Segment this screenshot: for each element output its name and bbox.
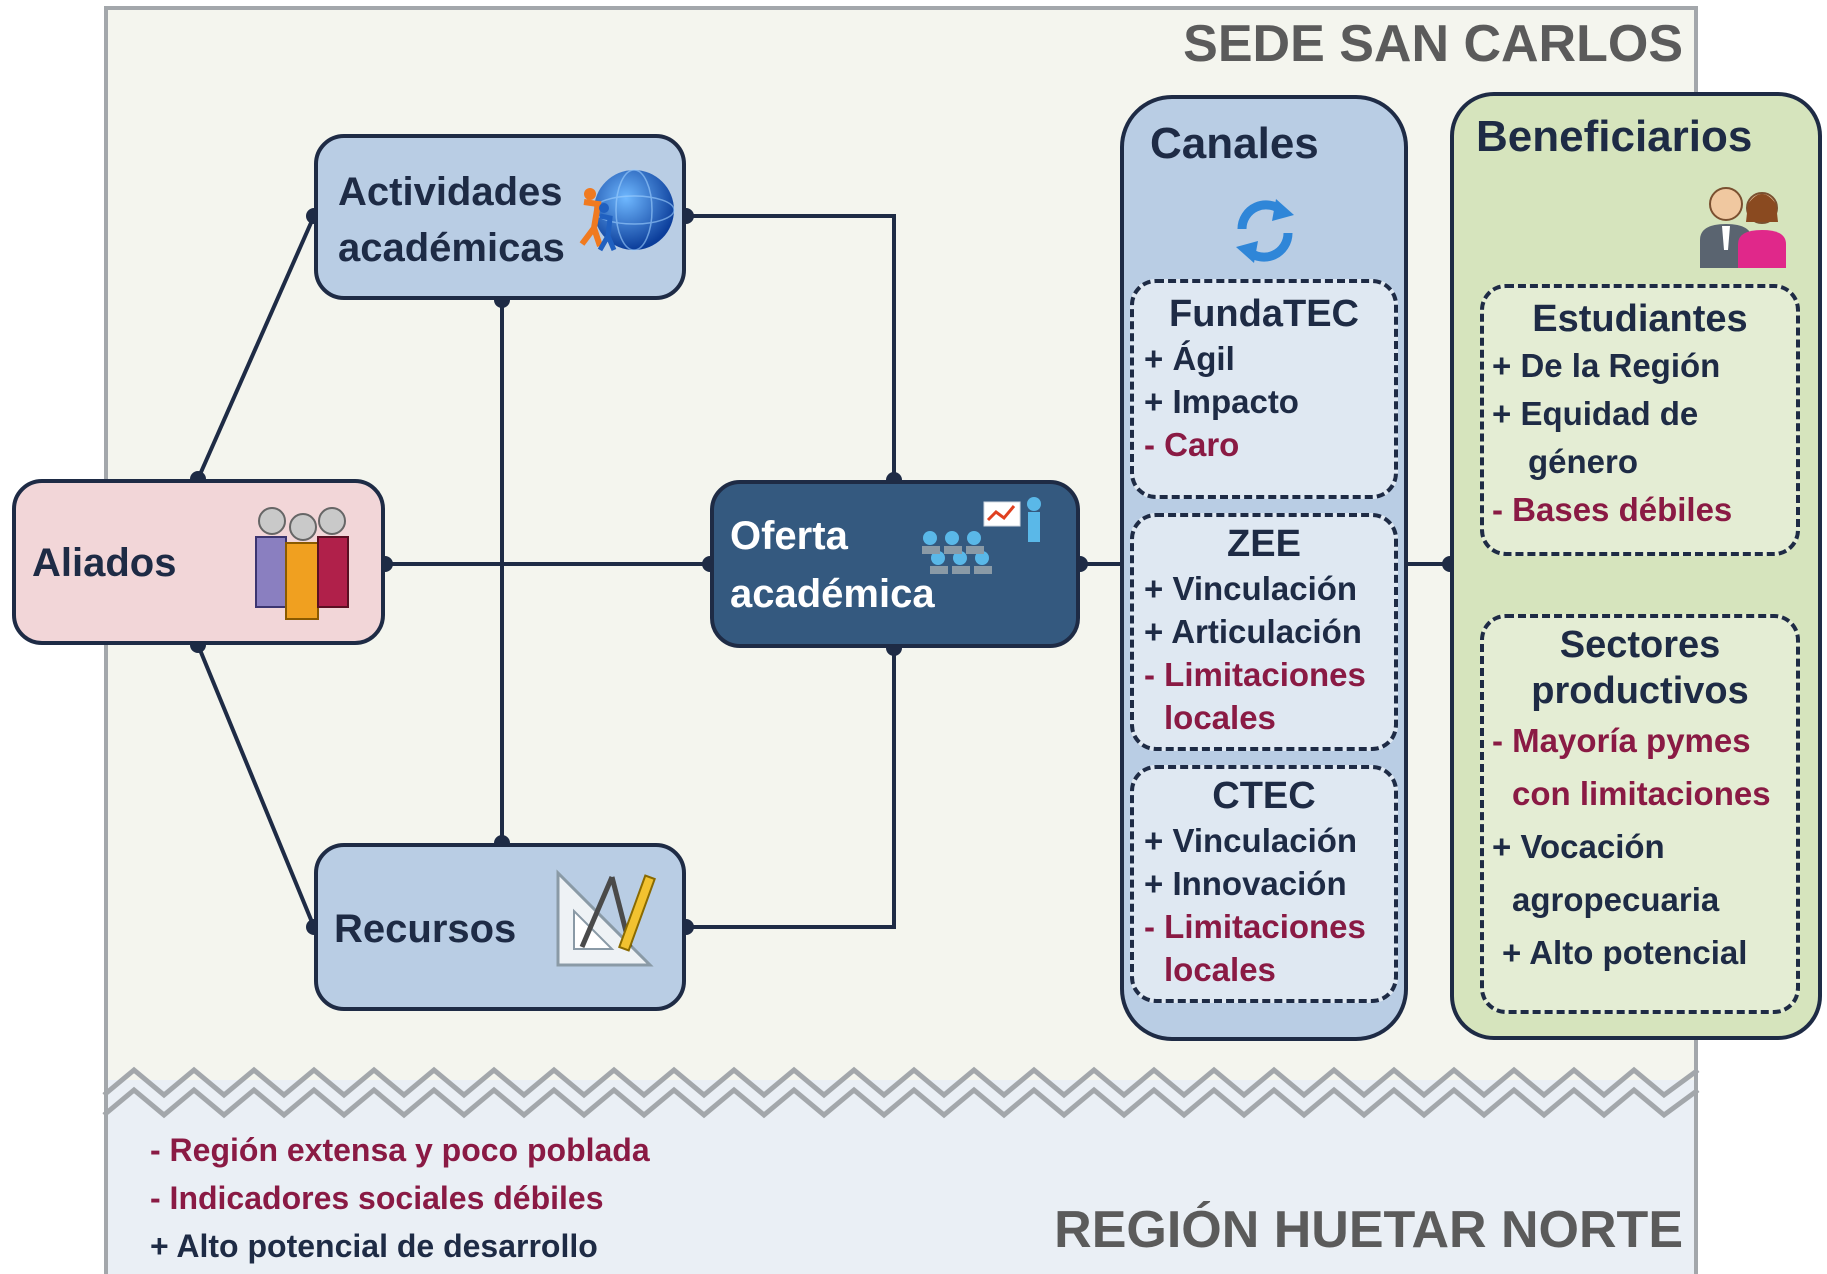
drafting-tools-icon [556, 869, 656, 967]
zigzag-lower [102, 1086, 1700, 1119]
oferta-label-2: académica [730, 572, 935, 616]
region-frame [104, 1080, 1698, 1274]
ctec-item: + Innovación [1144, 865, 1347, 902]
canales-panel: Canales FundaTEC + Ágil + Impacto - Caro… [1120, 95, 1408, 1041]
sync-arrows-icon [1236, 199, 1294, 263]
region-title: REGIÓN HUETAR NORTE [1054, 1201, 1683, 1259]
oferta-label-1: Oferta [730, 514, 848, 558]
zee-item: + Vinculación [1144, 570, 1358, 607]
estudiantes-item: + Equidad de [1492, 395, 1699, 432]
zee-item: - Limitaciones [1144, 656, 1366, 693]
estudiantes-item: género [1528, 443, 1639, 480]
zee-item: + Articulación [1144, 613, 1362, 650]
sectores-item: - Mayoría pymes [1492, 722, 1751, 759]
fundatec-item: + Ágil [1144, 340, 1235, 377]
sectores-item: + Vocación [1492, 828, 1665, 865]
people-group-icon [255, 507, 349, 620]
actividades-label-1: Actividades [338, 170, 563, 214]
oferta-box: Oferta académica [710, 480, 1080, 648]
beneficiarios-panel: Beneficiarios Estudiantes + De la Región… [1450, 92, 1822, 1040]
zee-box: ZEE + Vinculación + Articulación - Limit… [1130, 513, 1398, 751]
fundatec-title: FundaTEC [1169, 293, 1359, 335]
sectores-title-1: Sectores [1559, 624, 1721, 666]
recursos-box: Recursos [314, 843, 686, 1011]
aliados-label: Aliados [32, 541, 177, 585]
canales-title: Canales [1150, 119, 1319, 168]
ctec-title: CTEC [1212, 775, 1316, 817]
zee-title: ZEE [1227, 523, 1301, 565]
ctec-item: + Vinculación [1144, 822, 1358, 859]
sectores-item: + Alto potencial [1502, 934, 1748, 971]
ctec-box: CTEC + Vinculación + Innovación - Limita… [1130, 765, 1398, 1003]
region-note: - Indicadores sociales débiles [150, 1180, 604, 1216]
globe-people-icon [579, 169, 675, 252]
region-note: + Alto potencial de desarrollo [150, 1228, 598, 1264]
sectores-box: Sectores productivos - Mayoría pymes con… [1480, 614, 1800, 1014]
recursos-label: Recursos [334, 907, 517, 951]
beneficiarios-title: Beneficiarios [1476, 112, 1753, 161]
region-notes: - Región extensa y poco poblada - Indica… [150, 1126, 650, 1270]
fundatec-item: + Impacto [1144, 383, 1299, 420]
audience-presentation-icon [922, 497, 1041, 574]
zee-item: locales [1164, 699, 1276, 736]
users-icon [1700, 187, 1786, 268]
actividades-label-2: académicas [338, 226, 565, 270]
sectores-title-2: productivos [1531, 670, 1749, 712]
sede-title: SEDE SAN CARLOS [1183, 15, 1683, 73]
estudiantes-item: - Bases débiles [1492, 491, 1733, 528]
ctec-item: - Limitaciones [1144, 908, 1366, 945]
fundatec-item: - Caro [1144, 426, 1240, 463]
estudiantes-box: Estudiantes + De la Región + Equidad de … [1480, 284, 1800, 556]
estudiantes-item: + De la Región [1492, 347, 1721, 384]
zigzag-upper [102, 1066, 1700, 1099]
fundatec-box: FundaTEC + Ágil + Impacto - Caro [1130, 279, 1398, 499]
region-note: - Región extensa y poco poblada [150, 1132, 650, 1168]
actividades-box: Actividades académicas [314, 134, 686, 300]
sectores-item: agropecuaria [1512, 881, 1720, 918]
sectores-item: con limitaciones [1512, 775, 1771, 812]
estudiantes-title: Estudiantes [1532, 298, 1748, 340]
ctec-item: locales [1164, 951, 1276, 988]
aliados-box: Aliados [12, 479, 385, 645]
